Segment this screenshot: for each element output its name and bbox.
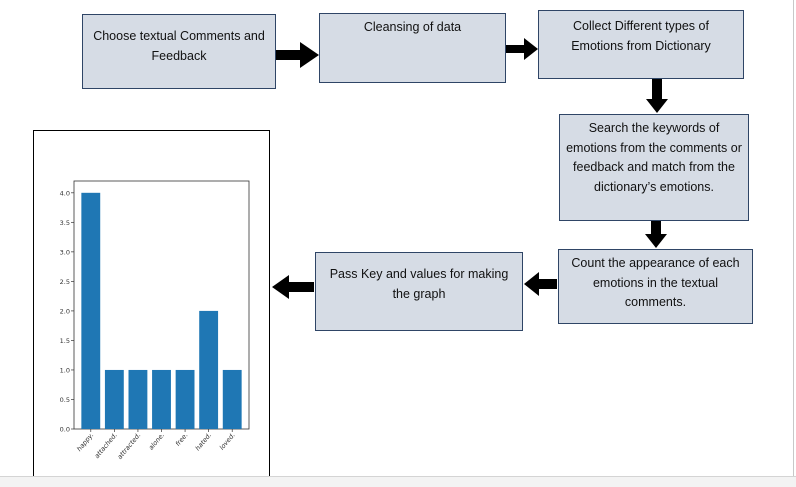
arrow-right-2-icon bbox=[506, 38, 538, 60]
y-tick-label: 2.0 bbox=[60, 307, 70, 315]
bar-alone bbox=[152, 369, 171, 429]
bottom-strip bbox=[0, 476, 796, 487]
step-pass-key-values-text: Pass Key and values for making the graph bbox=[329, 267, 509, 301]
y-tick-label: 1.0 bbox=[60, 366, 70, 374]
step-cleansing: Cleansing of data bbox=[319, 13, 506, 83]
emotion-bar-chart: 0.00.51.01.52.02.53.03.54.0happy.attache… bbox=[60, 180, 250, 461]
x-tick-label: free. bbox=[174, 431, 190, 448]
y-tick-label: 0.0 bbox=[60, 426, 70, 434]
step-collect-emotions-text: Collect Different types of Emotions from… bbox=[571, 19, 711, 53]
page-edge bbox=[793, 0, 794, 476]
y-tick-label: 3.5 bbox=[60, 219, 70, 227]
x-tick-label: attracted. bbox=[116, 431, 143, 461]
arrow-down-1-icon bbox=[646, 79, 668, 113]
x-tick-label: happy. bbox=[75, 431, 95, 453]
step-search-keywords-text: Search the keywords of emotions from the… bbox=[566, 121, 742, 194]
step-cleansing-text: Cleansing of data bbox=[363, 20, 462, 34]
y-tick-label: 4.0 bbox=[60, 189, 70, 197]
step-choose-comments-text: Choose textual Comments and Feedback bbox=[93, 29, 265, 63]
arrow-right-1-icon bbox=[276, 42, 319, 68]
step-collect-emotions: Collect Different types of Emotions from… bbox=[538, 10, 744, 79]
step-pass-key-values: Pass Key and values for making the graph bbox=[315, 252, 523, 331]
x-tick-label: alone. bbox=[147, 431, 166, 451]
bar-hated bbox=[199, 310, 219, 429]
y-tick-label: 2.5 bbox=[60, 278, 70, 286]
y-tick-label: 3.0 bbox=[60, 248, 70, 256]
bar-attracted bbox=[128, 369, 148, 429]
step-count-appearance: Count the appearance of each emotions in… bbox=[558, 249, 753, 324]
y-tick-label: 0.5 bbox=[60, 396, 70, 404]
step-search-keywords: Search the keywords of emotions from the… bbox=[559, 114, 749, 221]
bar-free bbox=[175, 369, 195, 429]
arrow-left-1-icon bbox=[524, 272, 557, 296]
step-choose-comments: Choose textual Comments and Feedback bbox=[82, 14, 276, 89]
x-tick-label: hated. bbox=[194, 431, 214, 452]
step-count-appearance-text: Count the appearance of each emotions in… bbox=[571, 256, 740, 309]
bar-loved bbox=[222, 369, 242, 429]
y-tick-label: 1.5 bbox=[60, 337, 70, 345]
arrow-left-2-icon bbox=[272, 275, 314, 299]
arrow-down-2-icon bbox=[645, 221, 667, 248]
x-tick-label: loved. bbox=[218, 431, 237, 451]
bar-attached bbox=[104, 369, 124, 429]
bar-happy bbox=[81, 192, 101, 429]
